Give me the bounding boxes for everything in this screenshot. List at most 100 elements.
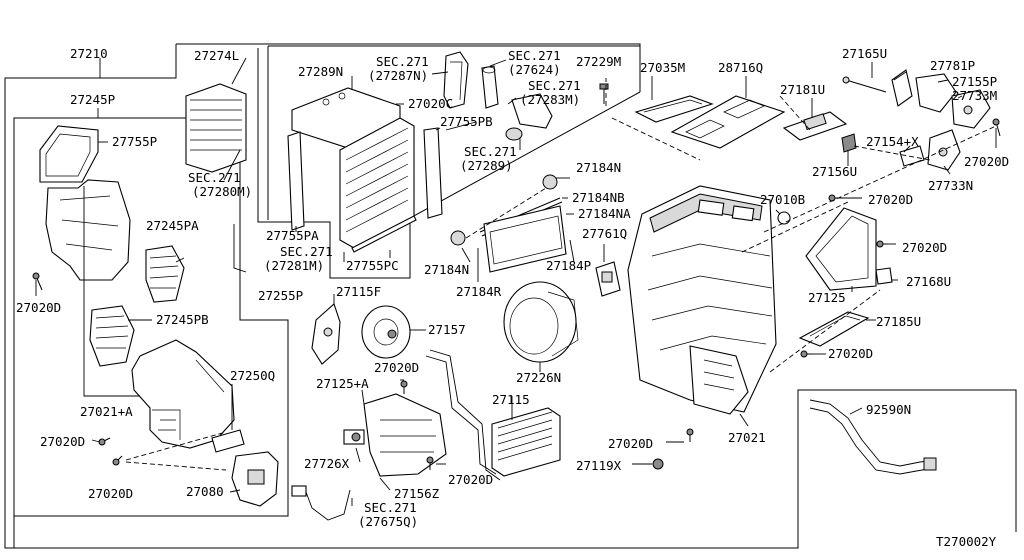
label-27119X: 27119X	[576, 458, 622, 473]
bracket-27250Q	[211, 429, 245, 453]
actuator-27181U	[782, 111, 848, 141]
grommet-27119X	[652, 458, 664, 470]
filter-grille-27755P	[39, 125, 99, 183]
label-27274L: 27274L	[194, 48, 239, 63]
screw-icon	[400, 380, 408, 394]
label-27020C: 27020C	[408, 96, 453, 111]
label-27125A: 27125+A	[316, 376, 369, 391]
label-27080: 27080	[186, 484, 224, 499]
label-27185U: 27185U	[876, 314, 921, 329]
duct-27185U	[798, 311, 870, 347]
intake-housing-27021A	[131, 339, 235, 449]
filter-27274L	[185, 83, 247, 173]
case-27125	[805, 207, 877, 291]
screw-icon	[112, 455, 123, 466]
screw-icon	[992, 118, 1001, 137]
label-27115: 27115	[492, 392, 530, 407]
label-sec271: SEC.271	[508, 48, 561, 63]
heater-core-27115	[425, 349, 561, 481]
label-27733N: 27733N	[928, 178, 973, 193]
expansion-valve-27624	[481, 65, 499, 109]
link-27165U	[842, 76, 887, 93]
label-27255P: 27255P	[258, 288, 303, 303]
label-sec271-ref: (27675Q)	[358, 514, 418, 529]
diagram-id: T270002Y	[936, 534, 997, 549]
screw-icon	[426, 456, 434, 470]
duct-27035M	[634, 95, 714, 123]
gear-27184N	[450, 174, 558, 246]
heater-unit-27021	[627, 185, 777, 415]
label-28716Q: 28716Q	[718, 60, 763, 75]
actuator-27080	[231, 451, 279, 507]
label-27020D: 27020D	[374, 360, 419, 375]
label-sec271-ref: (27283M)	[520, 92, 580, 107]
label-27184R: 27184R	[456, 284, 502, 299]
label-27021: 27021	[728, 430, 766, 445]
label-27226N: 27226N	[516, 370, 561, 385]
label-sec271: SEC.271	[364, 500, 417, 515]
actuator-27733M	[951, 89, 991, 129]
duct-27245P	[45, 179, 131, 281]
label-27020D: 27020D	[608, 436, 653, 451]
label-27726X: 27726X	[304, 456, 350, 471]
label-27020D: 27020D	[448, 472, 493, 487]
label-sec271-ref: (27281M)	[264, 258, 324, 273]
label-27755PC: 27755PC	[346, 258, 399, 273]
label-27250Q: 27250Q	[230, 368, 275, 383]
label-27245PA: 27245PA	[146, 218, 199, 233]
label-27157: 27157	[428, 322, 466, 337]
label-27168U: 27168U	[906, 274, 951, 289]
fan-27157	[361, 305, 411, 359]
screw-icon	[686, 428, 694, 442]
label-27021A: 27021+A	[80, 404, 133, 419]
actuator-27733N	[927, 129, 961, 171]
label-27733M: 27733M	[952, 88, 997, 103]
label-27154X: 27154+X	[866, 134, 919, 149]
label-27125: 27125	[808, 290, 846, 305]
blower-motor-27226N	[503, 281, 579, 363]
seal-27755PC	[351, 215, 417, 253]
screw-icon	[828, 194, 842, 202]
link-27154X	[899, 145, 925, 167]
screw-icon	[32, 272, 43, 291]
label-27020D: 27020D	[868, 192, 913, 207]
label-27020D: 27020D	[828, 346, 873, 361]
label-27184NA: 27184NA	[578, 206, 631, 221]
sensor-27675Q	[291, 485, 351, 521]
screw-icon	[800, 350, 812, 358]
label-27245P: 27245P	[70, 92, 115, 107]
label-27761Q: 27761Q	[582, 226, 627, 241]
label-27165U: 27165U	[842, 46, 887, 61]
lever-27781P	[891, 69, 913, 107]
label-27755PA: 27755PA	[266, 228, 319, 243]
label-27245PB: 27245PB	[156, 312, 209, 327]
label-27035M: 27035M	[640, 60, 685, 75]
label-27181U: 27181U	[780, 82, 825, 97]
label-92590N: 92590N	[866, 402, 911, 417]
label-27184NB: 27184NB	[572, 190, 625, 205]
bracket-27283M	[511, 93, 553, 129]
screw-icon	[98, 437, 111, 446]
sensor-27287N	[443, 51, 469, 109]
actuator-27726X	[343, 429, 365, 445]
grille-27245PA	[145, 245, 185, 303]
label-27229M: 27229M	[576, 54, 621, 69]
label-sec271: SEC.271	[280, 244, 333, 259]
label-sec271-ref: (27289)	[460, 158, 513, 173]
clip-27156U	[841, 133, 857, 153]
seal-27755PA	[287, 131, 305, 231]
label-27020D: 27020D	[964, 154, 1009, 169]
label-27210: 27210	[70, 46, 108, 61]
hose-92590N	[809, 399, 937, 475]
label-27020D: 27020D	[88, 486, 133, 501]
label-sec271-ref: (27287N)	[368, 68, 428, 83]
label-27184P: 27184P	[546, 258, 591, 273]
label-27156U: 27156U	[812, 164, 857, 179]
label-27020D: 27020D	[902, 240, 947, 255]
cover-27115F	[311, 303, 341, 365]
label-27184N: 27184N	[576, 160, 621, 175]
screw-27229M	[599, 83, 609, 104]
label-sec271-ref: (27624)	[508, 62, 561, 77]
seal-27755PB	[423, 127, 443, 219]
